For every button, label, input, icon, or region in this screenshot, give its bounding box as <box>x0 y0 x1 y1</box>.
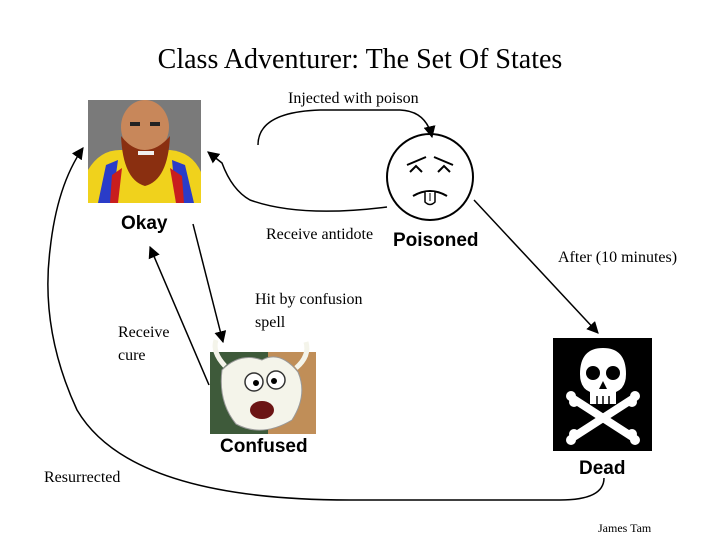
transition-label-resurrected: Resurrected <box>44 469 121 486</box>
transition-label-after: After (10 minutes) <box>558 249 678 266</box>
transition-label-confusion: Hit by confusion spell <box>255 291 363 331</box>
arrow-cure <box>148 245 210 386</box>
arrow-injected <box>257 109 436 146</box>
arrow-resurrected <box>47 147 605 501</box>
arrow-after <box>473 199 599 334</box>
arrow-confusion <box>192 223 227 344</box>
arrow-antidote <box>207 151 388 212</box>
bearded-adventurer-icon <box>88 100 201 203</box>
transition-label-injected: Injected with poison <box>288 90 419 107</box>
state-label-okay: Okay <box>121 213 168 234</box>
state-label-poisoned: Poisoned <box>393 230 479 251</box>
state-label-confused: Confused <box>220 436 308 457</box>
transition-label-cure: Receive cure <box>118 324 170 364</box>
sick-face-icon <box>386 133 474 221</box>
state-label-dead: Dead <box>579 458 626 479</box>
diagram-title: Class Adventurer: The Set Of States <box>157 44 563 75</box>
dizzy-goat-icon <box>210 339 316 434</box>
skull-crossbones-icon <box>553 338 652 451</box>
transition-label-antidote: Receive antidote <box>266 226 374 243</box>
author-credit: James Tam <box>598 521 652 535</box>
